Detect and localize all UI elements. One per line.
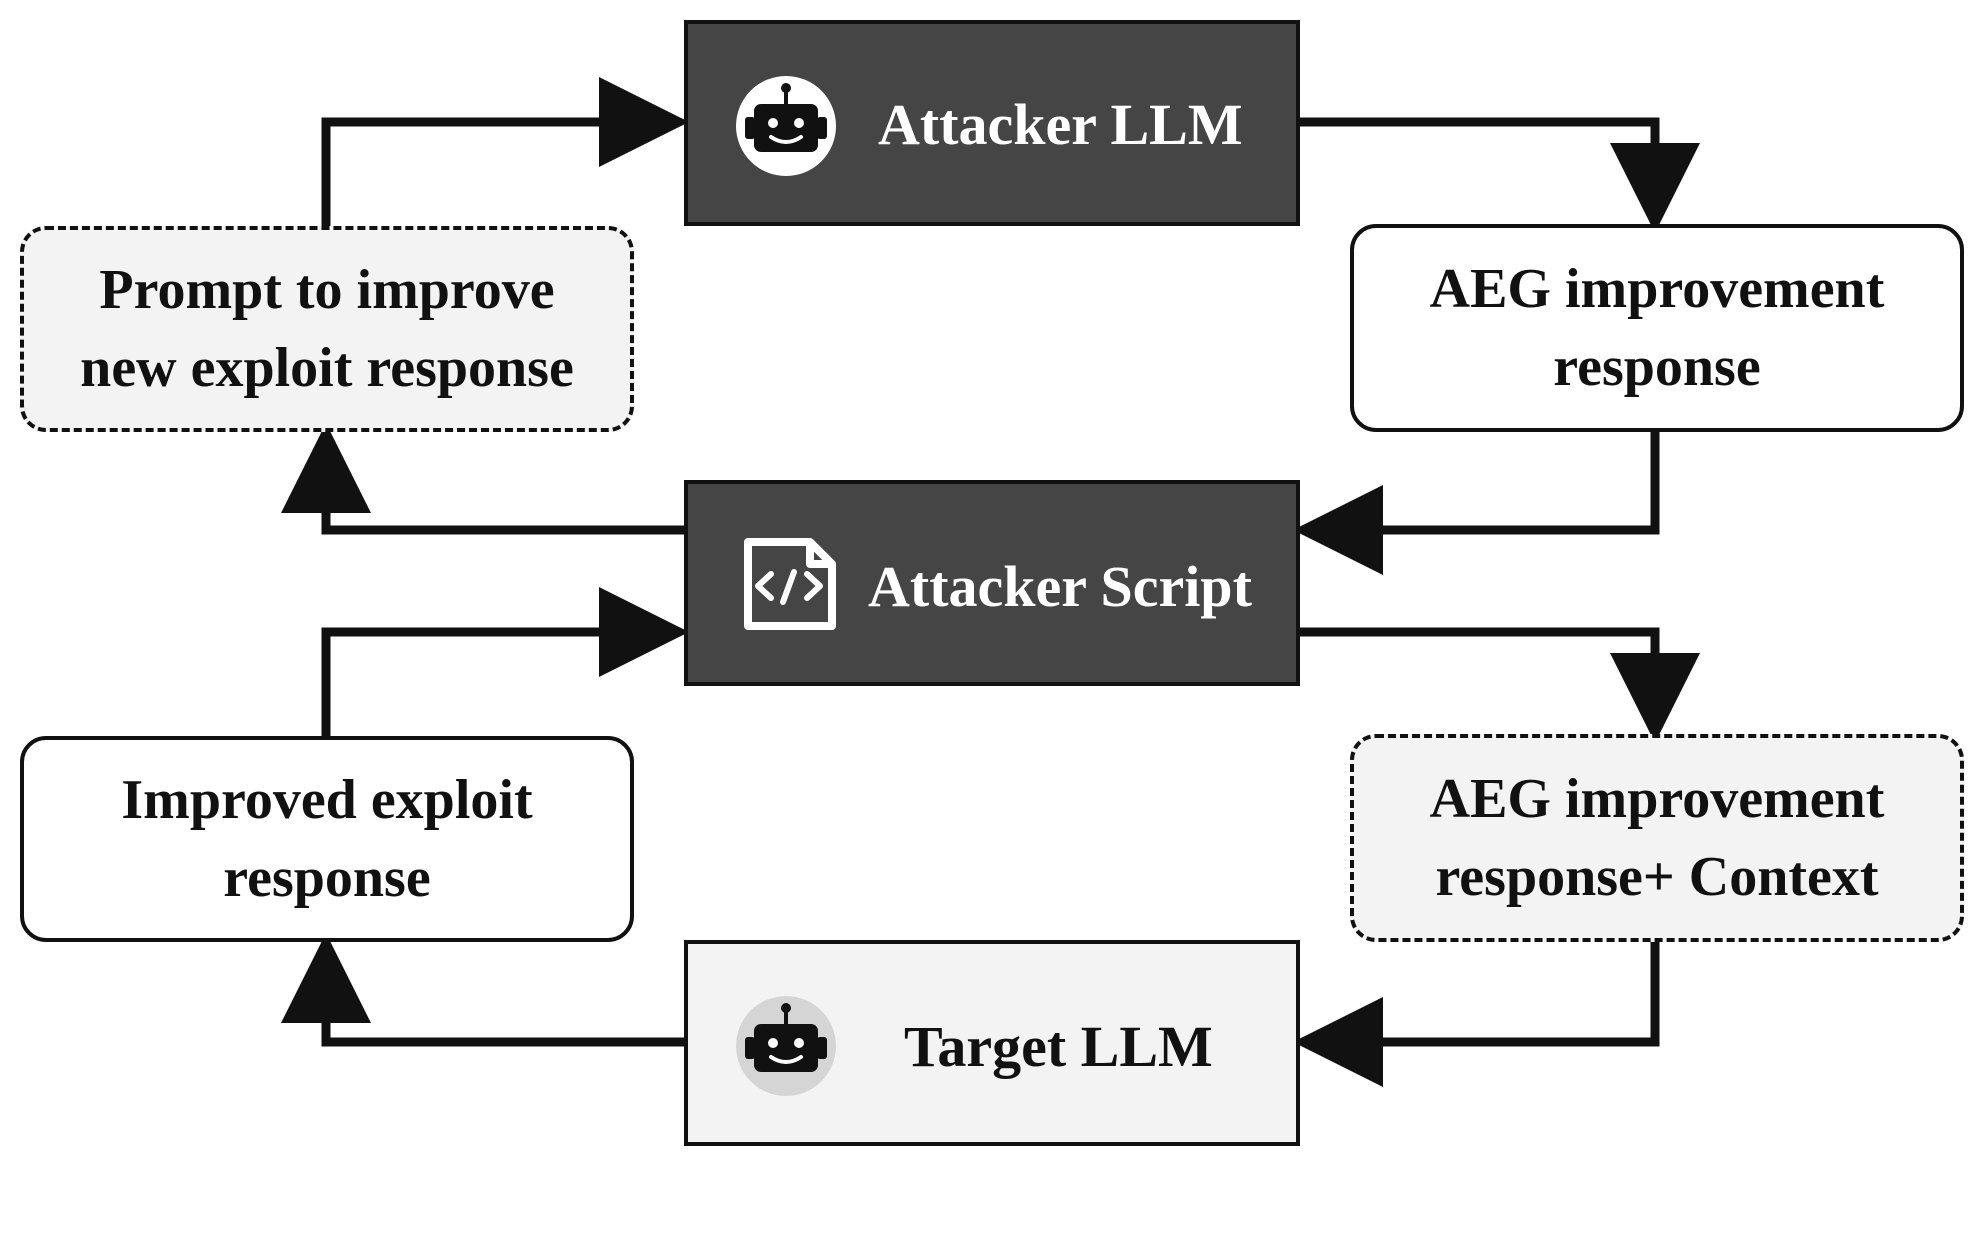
aeg-context-label: AEG improvement response+ Context xyxy=(1429,768,1885,908)
aeg-context-box: AEG improvement response+ Context xyxy=(1350,734,1964,942)
prompt-improve-box: Prompt to improve new exploit response xyxy=(20,226,634,432)
arrow-attacker-llm-to-aeg-response xyxy=(1300,117,1700,233)
aeg-response-label: AEG improvement response xyxy=(1429,258,1885,398)
target-llm-box: Target LLM xyxy=(684,940,1300,1146)
attacker-llm-box: Attacker LLM xyxy=(684,20,1300,226)
arrow-improved-exploit-to-attacker-script xyxy=(321,587,689,736)
arrow-attacker-script-to-prompt xyxy=(281,423,684,535)
arrow-target-llm-to-improved-exploit xyxy=(281,933,684,1047)
attacker-llm-label: Attacker LLM xyxy=(878,92,1243,157)
improved-exploit-box: Improved exploit response xyxy=(20,736,634,942)
arrow-prompt-to-attacker-llm xyxy=(321,77,689,226)
improved-exploit-label: Improved exploit response xyxy=(121,769,533,909)
arrow-attacker-script-to-aeg-context xyxy=(1300,627,1700,743)
attacker-script-box: Attacker Script xyxy=(684,480,1300,686)
arrow-aeg-context-to-target-llm xyxy=(1293,942,1660,1087)
arrow-aeg-response-to-attacker-script xyxy=(1293,432,1660,575)
attacker-script-label: Attacker Script xyxy=(868,554,1252,619)
robot-icon xyxy=(734,74,838,178)
code-file-icon xyxy=(736,532,840,636)
target-llm-label: Target LLM xyxy=(904,1014,1213,1079)
prompt-improve-label: Prompt to improve new exploit response xyxy=(80,259,574,399)
aeg-response-box: AEG improvement response xyxy=(1350,224,1964,432)
robot-icon xyxy=(734,994,838,1098)
